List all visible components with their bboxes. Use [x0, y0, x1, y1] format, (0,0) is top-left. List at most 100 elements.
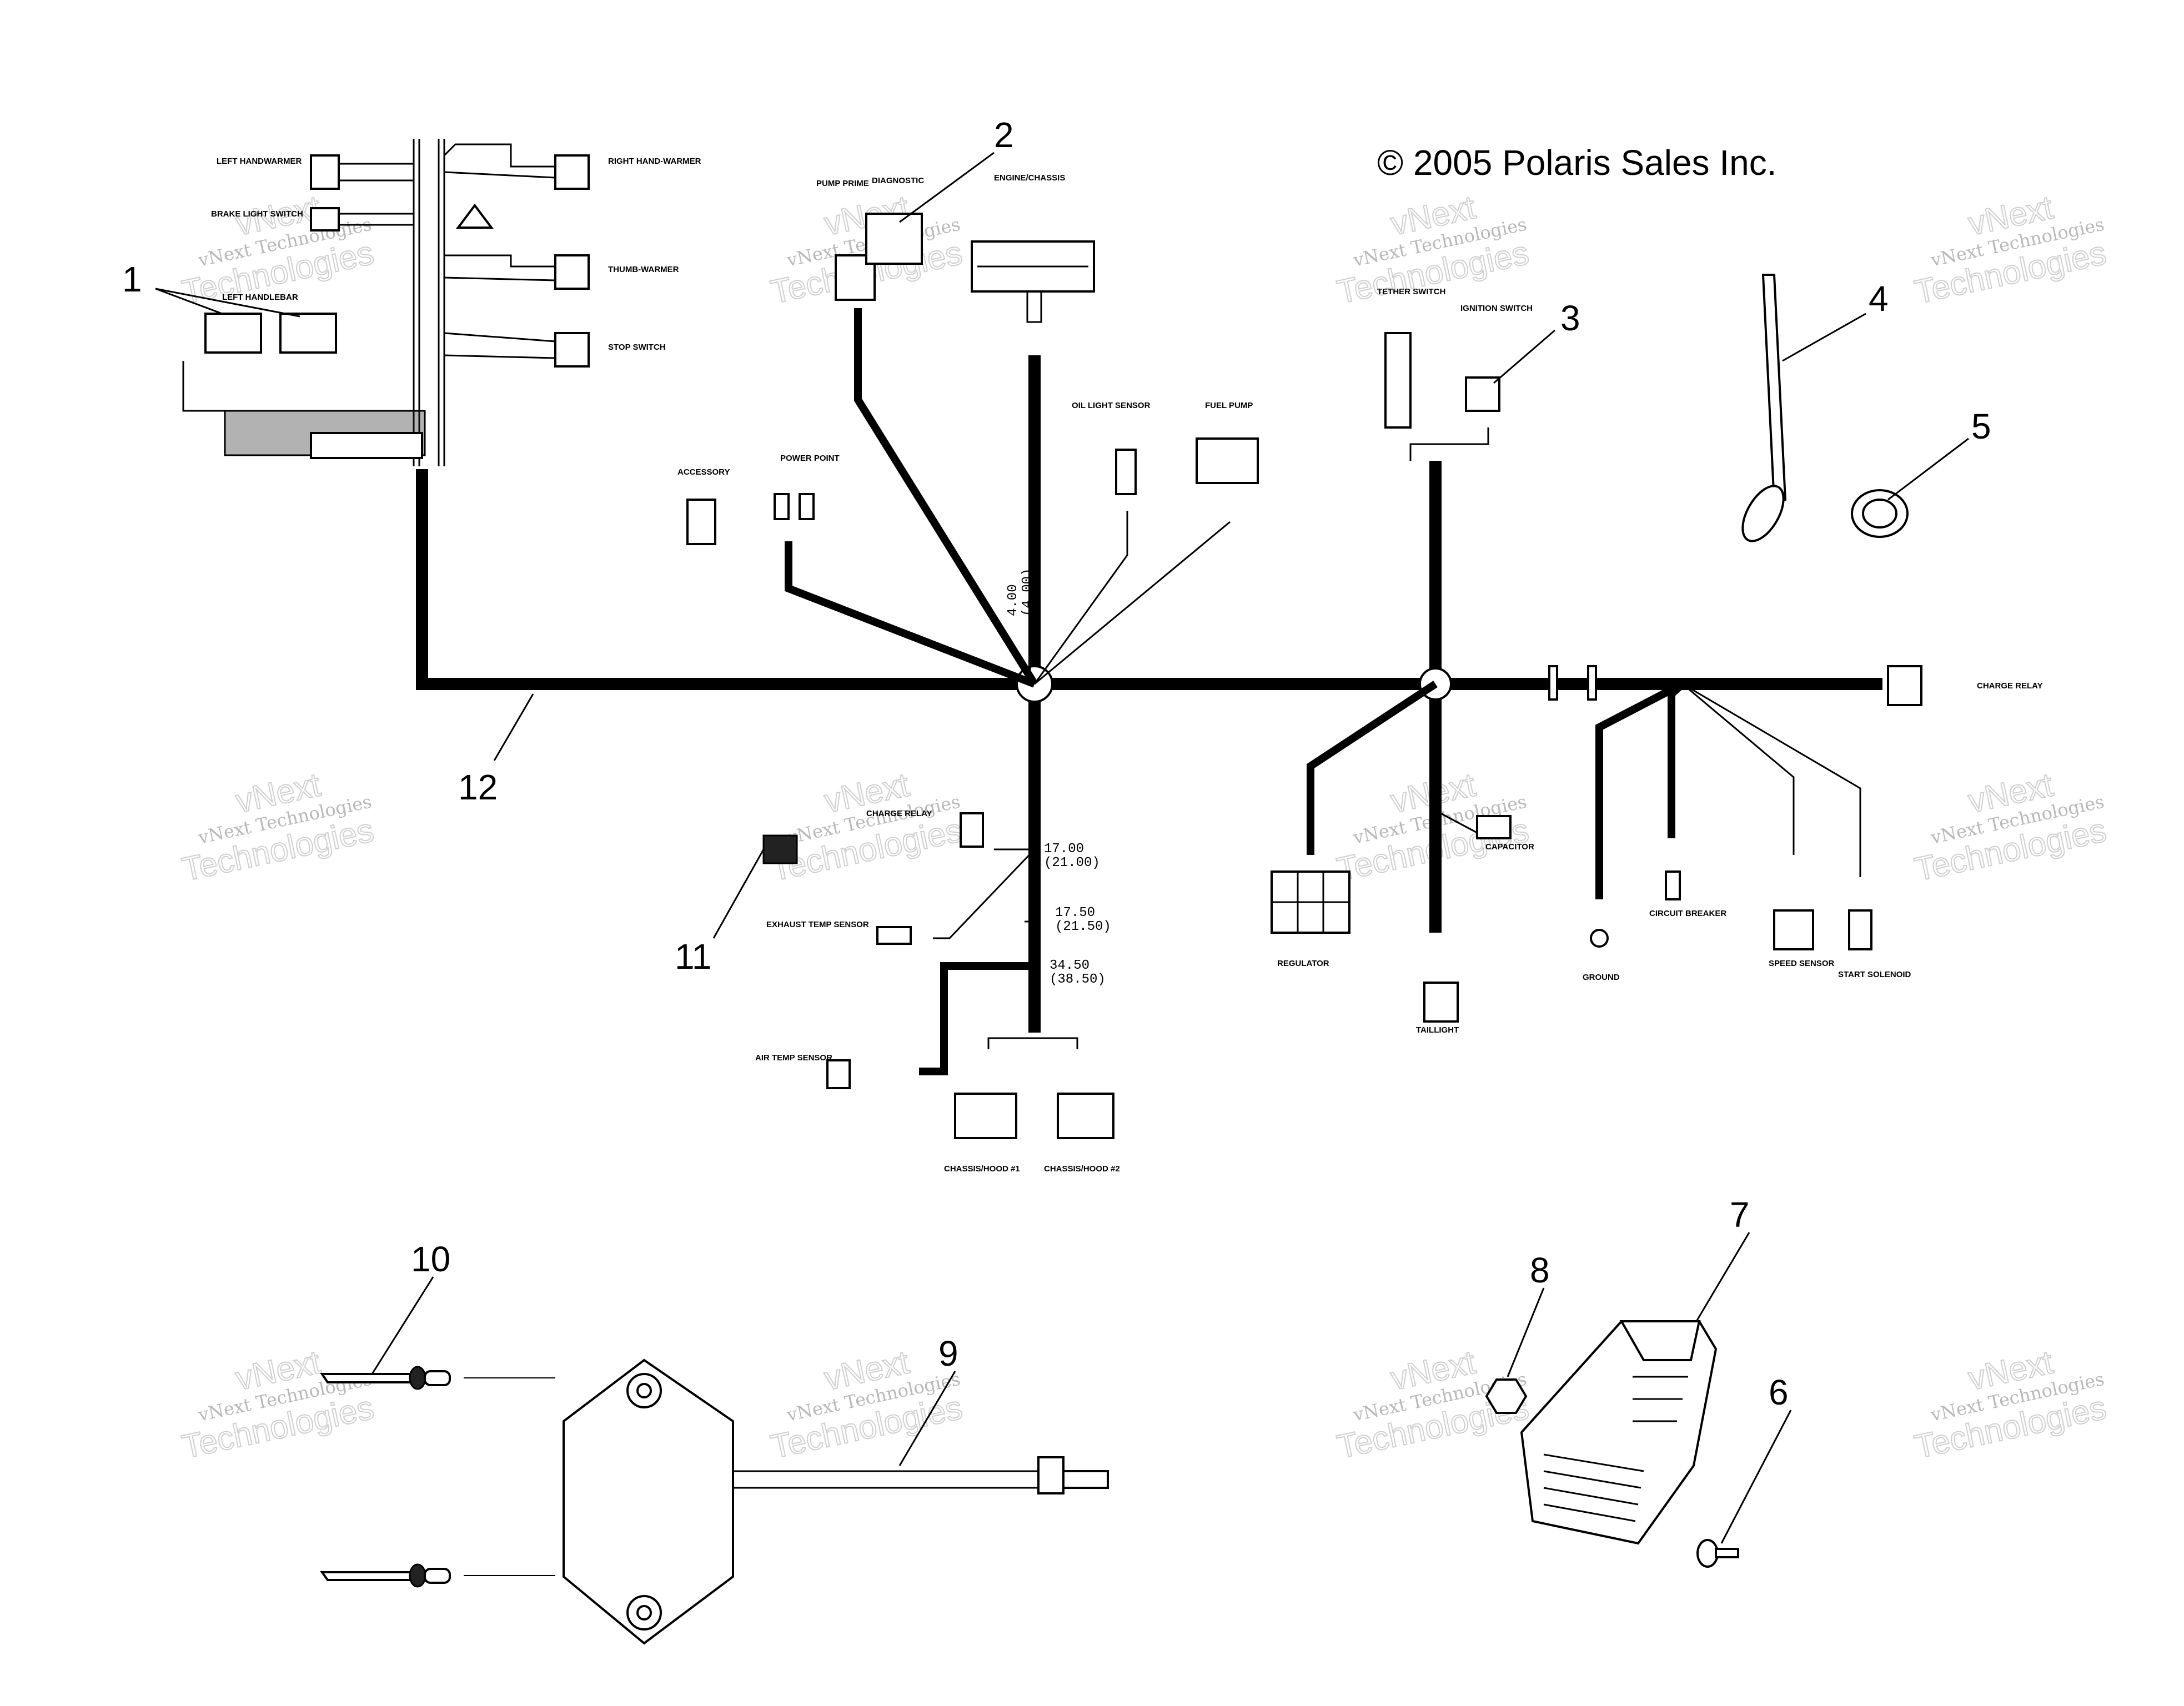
- callout-leaders: [155, 152, 1969, 1544]
- chassis-hood-1-connector: [954, 1093, 1017, 1139]
- thumbwarmer-connector: [554, 254, 590, 290]
- capacitor-connector: [1476, 815, 1512, 839]
- loose-parts-top-right: [1741, 274, 1909, 542]
- wire: [182, 361, 225, 412]
- branch-power-point: [785, 541, 1036, 688]
- branch-air-temp: [919, 962, 1035, 1075]
- fuse-holder: [1587, 665, 1597, 701]
- leader-1a: [155, 288, 223, 315]
- left-handlebar-label: LEFT HANDLEBAR: [222, 293, 298, 302]
- branch-exhaust: [933, 848, 1036, 939]
- diagnostic-label: DIAGNOSTIC: [872, 176, 924, 185]
- leader-3: [1493, 329, 1555, 384]
- leader-10: [371, 1276, 434, 1375]
- rivet-body: [424, 1568, 451, 1584]
- power-point-label: POWER POINT: [780, 454, 840, 463]
- right-handwarmer-connector: [554, 154, 590, 190]
- brake-light-switch-label: BRAKE LIGHT SWITCH: [211, 209, 303, 219]
- wire: [444, 276, 556, 281]
- left-handwarmer-label: LEFT HANDWARMER: [217, 157, 302, 166]
- branch-circuit-breaker: [1668, 681, 1685, 838]
- fuse-holder: [1548, 665, 1558, 701]
- callout-2: 2: [994, 115, 1014, 155]
- rivet-head: [409, 1563, 426, 1588]
- main-harness: [416, 355, 1882, 1033]
- callout-10: 10: [411, 1239, 450, 1279]
- callout-11: 11: [675, 937, 711, 977]
- wire: [444, 354, 556, 359]
- charge-relay-right-connector: [1887, 665, 1922, 706]
- mount-hole-inner: [636, 1605, 652, 1621]
- lower-right-connectors: REGULATOR CAPACITOR TAILLIGHT GROUND CIR…: [1271, 815, 1911, 1035]
- regulator-top: [1619, 1320, 1701, 1361]
- callout-8: 8: [1530, 1250, 1550, 1290]
- branch-ground: [1595, 680, 1685, 899]
- taillight-label: TAILLIGHT: [1416, 1025, 1459, 1035]
- wire: [444, 254, 555, 268]
- branch-diagnostic: [854, 308, 1038, 686]
- branch-fuel-pump: [1034, 521, 1231, 685]
- accessory-label: ACCESSORY: [677, 467, 730, 477]
- right-handwarmer-label: RIGHT HAND-WARMER: [608, 157, 701, 166]
- branch-regulator: [1307, 681, 1438, 855]
- fuel-pump-label: FUEL PUMP: [1205, 401, 1253, 410]
- left-handlebar-assembly: LEFT HANDWARMER BRAKE LIGHT SWITCH LEFT …: [182, 139, 701, 466]
- watermark: vNext vNext Technologies Technologies: [178, 765, 378, 888]
- wire: [1026, 291, 1042, 323]
- clip-inner: [1862, 499, 1897, 529]
- dimension-labels: 4.00 (4.00) 17.00 (21.00) 17.50 (21.50) …: [1006, 568, 1111, 987]
- wire: [444, 171, 556, 179]
- dimension-17: 17.00: [1044, 842, 1084, 857]
- dimension-17-5b: (21.50): [1055, 919, 1111, 934]
- ground-label: GROUND: [1583, 973, 1620, 982]
- charge-relay-left-label: CHARGE RELAY: [866, 809, 932, 818]
- callout-12: 12: [458, 767, 498, 807]
- watermarks: vNext vNext Technologies Technologies vN…: [178, 188, 2110, 1466]
- watermark: vNext vNext Technologies Technologies: [178, 1342, 378, 1466]
- ground-terminal: [1590, 929, 1609, 948]
- taillight-connector: [1423, 982, 1459, 1023]
- charge-relay-left-connector: [762, 834, 798, 864]
- bolt-head: [1696, 1539, 1719, 1568]
- left-handwarmer-connector: [310, 154, 340, 190]
- capacitor-label: CAPACITOR: [1485, 842, 1534, 852]
- exhaust-temp-connector: [876, 926, 912, 945]
- speed-sensor-label: SPEED SENSOR: [1769, 959, 1835, 968]
- tether-switch-connector: [1384, 332, 1412, 429]
- regulator-assembly: [1485, 1320, 1739, 1568]
- callout-1: 1: [122, 259, 142, 299]
- dimension-4b: (4.00): [1020, 568, 1035, 616]
- rivet-shank: [320, 1373, 412, 1383]
- branch-capacitor: [1435, 809, 1478, 834]
- chassis-hood-2-connector: [1057, 1093, 1114, 1139]
- air-temp-sensor-label: AIR TEMP SENSOR: [755, 1053, 832, 1063]
- oil-light-sensor-connector: [1115, 449, 1137, 495]
- brake-light-switch-connector: [310, 207, 340, 232]
- power-point-connector-b: [799, 493, 815, 520]
- speed-sensor-connector: [1773, 909, 1814, 950]
- leader-12: [493, 693, 534, 761]
- watermark: vNext vNext Technologies Technologies: [1911, 1342, 2110, 1466]
- chassis-hood-1-label: CHASSIS/HOOD #1: [944, 1164, 1020, 1174]
- diagnostic-connector: [865, 213, 923, 265]
- bolt-shank: [1715, 1548, 1739, 1558]
- callout-9: 9: [938, 1333, 958, 1373]
- oil-light-sensor-label: OIL LIGHT SENSOR: [1072, 401, 1151, 410]
- fin: [1543, 1453, 1644, 1472]
- cdi-module: [563, 1358, 734, 1645]
- air-temp-sensor-connector: [826, 1059, 851, 1089]
- cable-tie: [1761, 274, 1787, 504]
- branch-ignition: [1409, 427, 1489, 461]
- handlebar-bracket: [310, 432, 423, 459]
- leader-6: [1720, 1410, 1792, 1544]
- rivet-shank: [320, 1571, 412, 1581]
- leader-4: [1782, 313, 1866, 362]
- fuel-pump-connector: [1196, 437, 1259, 484]
- leader-1b: [155, 288, 300, 318]
- watermark: vNext vNext Technologies Technologies: [1911, 188, 2110, 311]
- ignition-switch-label: IGNITION SWITCH: [1460, 304, 1533, 313]
- callout-5: 5: [1971, 406, 1991, 446]
- leader-5: [1887, 437, 1969, 501]
- wire: [443, 143, 555, 168]
